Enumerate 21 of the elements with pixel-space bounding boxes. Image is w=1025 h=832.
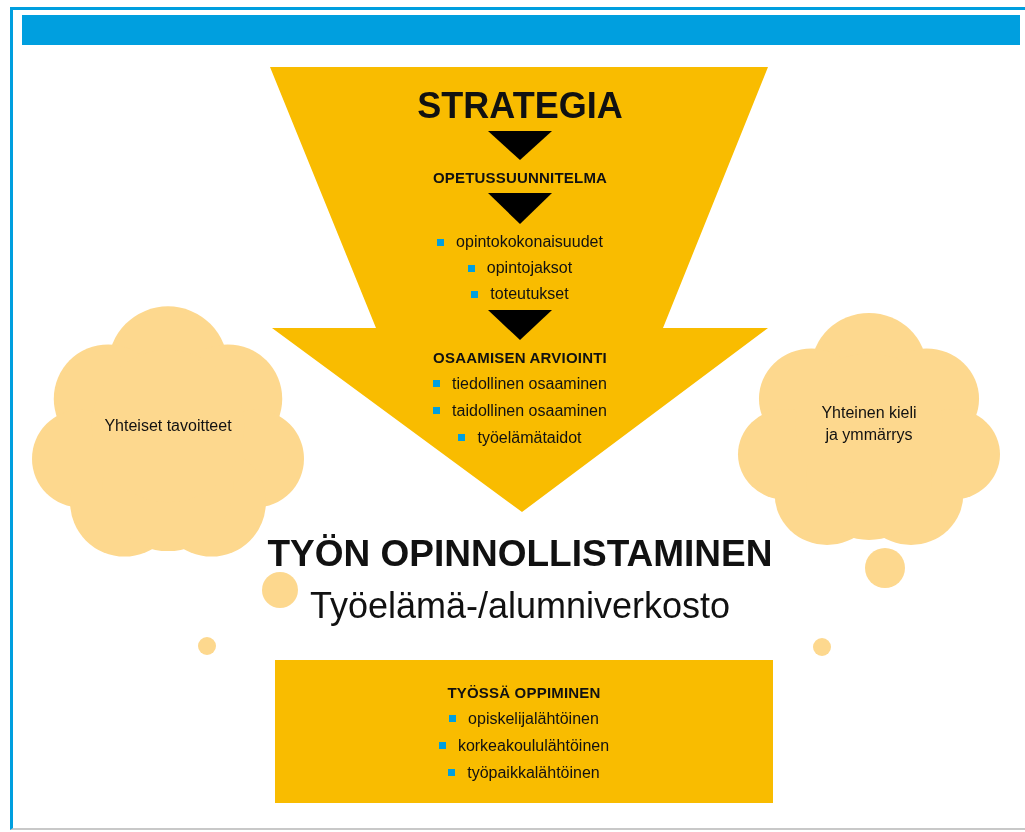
list-item-text: työpaikkalähtöinen bbox=[467, 763, 600, 782]
list-item-text: opiskelijalähtöinen bbox=[468, 709, 599, 728]
list-item-text: toteutukset bbox=[490, 285, 569, 303]
section-heading: OPETUSSUUNNITELMA bbox=[432, 168, 608, 188]
section-heading: TYÖSSÄ OPPIMINEN bbox=[447, 683, 601, 703]
chevron-arrow bbox=[488, 310, 552, 340]
list-item-text: tiedollinen osaaminen bbox=[452, 374, 607, 393]
main-title: TYÖN OPINNOLLISTAMINEN bbox=[267, 532, 773, 576]
subtitle-text: Työelämä-/alumniverkosto bbox=[309, 584, 731, 628]
list-item-text: opintokokonaisuudet bbox=[456, 233, 603, 251]
chevron-arrow bbox=[488, 131, 552, 160]
list-item-text: opintojaksot bbox=[486, 259, 573, 277]
list-item-text: työelämätaidot bbox=[477, 428, 582, 447]
list-item-text: korkeakoululähtöinen bbox=[457, 736, 610, 755]
cloud-text: Yhteiset tavoitteet bbox=[104, 416, 232, 436]
cloud-text: Yhteinen kieli ja ymmärrys bbox=[820, 403, 918, 445]
list-item-text: taidollinen osaaminen bbox=[452, 401, 607, 420]
chevron-arrow bbox=[488, 193, 552, 224]
section-heading: OSAAMISEN ARVIOINTI bbox=[433, 348, 607, 368]
content-box bbox=[275, 660, 773, 803]
title-text: STRATEGIA bbox=[417, 84, 623, 128]
